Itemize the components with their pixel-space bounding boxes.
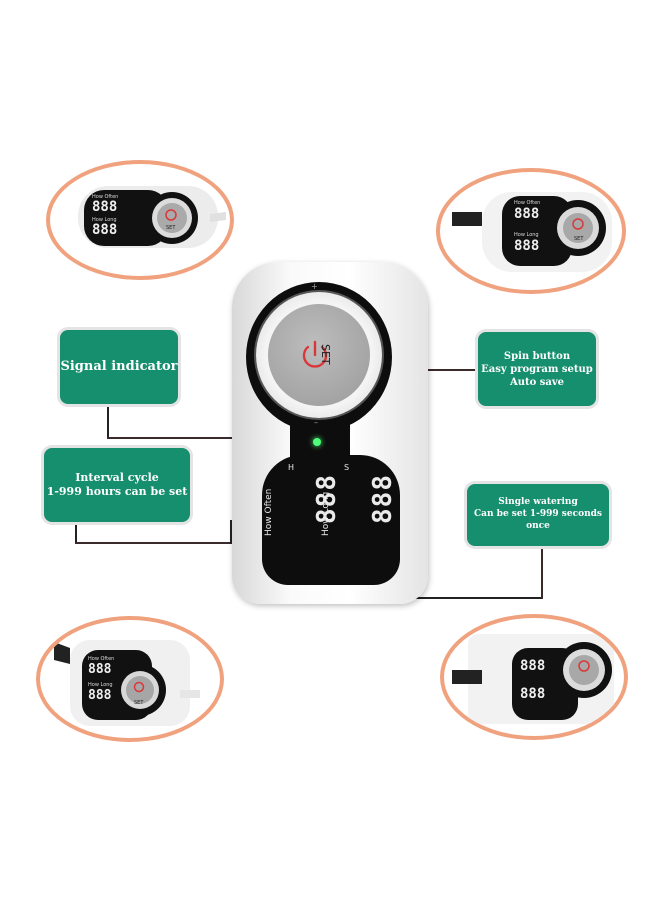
connector-interval-horizontal bbox=[75, 542, 231, 544]
connector-single-horizontal bbox=[324, 597, 542, 599]
callout-spin-line-2: Easy program setup bbox=[481, 363, 593, 375]
connector-interval-vertical-b bbox=[230, 520, 232, 544]
thumb-how-long-digits: 888 bbox=[92, 222, 118, 238]
callout-interval-line-1: Interval cycle bbox=[75, 470, 159, 484]
thumb3-how-long-label: How Long bbox=[88, 682, 113, 688]
set-label: SET bbox=[319, 344, 332, 365]
callout-signal-line-1: Signal indicator bbox=[60, 358, 178, 374]
callout-signal-indicator: Signal indicator bbox=[60, 330, 178, 404]
thumb2-how-long-label: How Long bbox=[514, 232, 539, 238]
thumbnail-front-view: How Often 888 How Long 888 SET bbox=[46, 160, 234, 280]
thumb3-set-label: SET bbox=[134, 700, 144, 706]
minus-icon: – bbox=[314, 418, 318, 427]
spin-button[interactable]: SET bbox=[268, 304, 370, 406]
thumbnail-angled-right: How Often 888 How Long 888 SET bbox=[436, 168, 626, 294]
thumb4-how-long-digits: 888 bbox=[520, 686, 546, 702]
plus-icon: + bbox=[311, 282, 318, 291]
power-icon bbox=[302, 340, 328, 368]
thumb2-how-often-label: How Often bbox=[514, 200, 541, 206]
callout-single-watering: Single watering Can be set 1-999 seconds… bbox=[467, 484, 609, 546]
device-angled-thumbnail bbox=[452, 192, 612, 272]
thumb-how-often-digits: 888 bbox=[92, 199, 118, 215]
thumb3-how-long-digits: 888 bbox=[88, 688, 112, 703]
connector-interval-vertical-a bbox=[75, 522, 77, 544]
thumbnail-angled-left: How Often 888 How Long 888 SET bbox=[36, 616, 224, 742]
unit-hours: H bbox=[288, 463, 295, 472]
thumb2-how-often-digits: 888 bbox=[514, 206, 540, 222]
thumb2-how-long-digits: 888 bbox=[514, 238, 540, 254]
how-long-display: 888 bbox=[368, 474, 398, 524]
signal-indicator-led bbox=[313, 438, 321, 446]
callout-single-line-2: Can be set 1-999 seconds once bbox=[473, 509, 602, 531]
thumb2-set-label: SET bbox=[574, 236, 584, 242]
callout-spin-line-1: Spin button bbox=[503, 350, 571, 362]
thumb-how-often-label: How Often bbox=[92, 194, 119, 200]
connector-signal-vertical bbox=[107, 404, 109, 438]
unit-seconds: S bbox=[344, 463, 350, 472]
device-angled-left-thumbnail bbox=[54, 640, 200, 726]
callout-spin-line-3: Auto save bbox=[509, 376, 565, 388]
thumbnail-side-view: 888 888 bbox=[440, 614, 628, 740]
device-side-thumbnail bbox=[452, 634, 614, 724]
callout-interval-line-2: 1-999 hours can be set bbox=[46, 485, 188, 498]
connector-signal-horizontal bbox=[107, 437, 317, 439]
thumb3-how-often-label: How Often bbox=[88, 656, 115, 662]
callout-single-line-1: Single watering bbox=[498, 497, 578, 508]
callout-spin-button: Spin button Easy program setup Auto save bbox=[478, 332, 596, 406]
callout-interval-cycle: Interval cycle 1-999 hours can be set bbox=[44, 448, 190, 522]
device-front-thumbnail bbox=[78, 186, 226, 248]
device-face-bottom bbox=[262, 455, 400, 585]
how-often-display: 888 bbox=[312, 474, 342, 524]
connector-single-vertical-b bbox=[541, 546, 543, 599]
how-often-label: How Often bbox=[264, 488, 274, 536]
thumb4-how-often-digits: 888 bbox=[520, 658, 546, 674]
thumb3-how-often-digits: 888 bbox=[88, 662, 112, 677]
thumb-set-label: SET bbox=[166, 225, 176, 231]
thumb-how-long-label: How Long bbox=[92, 217, 117, 223]
